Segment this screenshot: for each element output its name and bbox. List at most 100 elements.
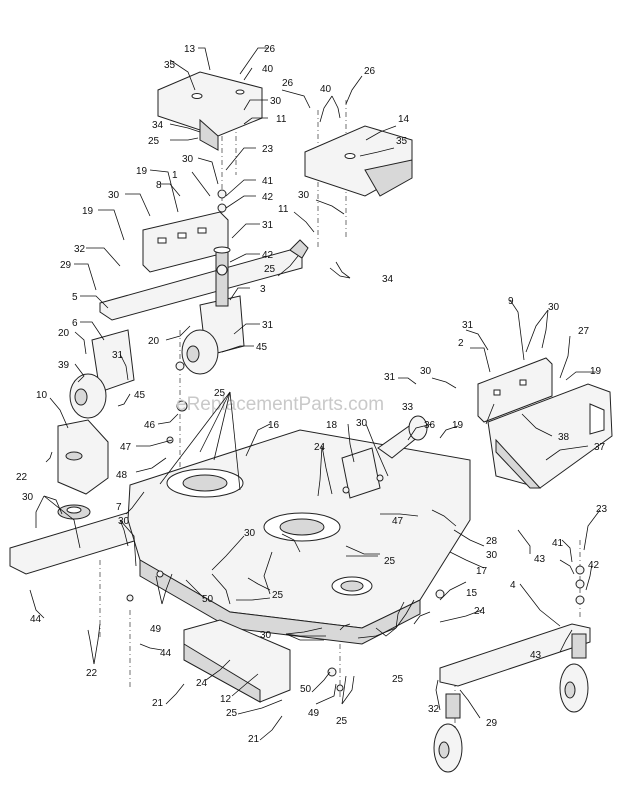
callout-21: 21	[248, 734, 260, 745]
callout-25: 25	[336, 716, 348, 727]
callout-47: 47	[120, 442, 132, 453]
callout-6: 6	[72, 318, 78, 329]
callout-25: 25	[148, 136, 160, 147]
callout-20: 20	[58, 328, 70, 339]
callout-25: 25	[384, 556, 396, 567]
rear-bar-5	[99, 239, 309, 321]
callout-35: 35	[164, 60, 176, 71]
callout-24: 24	[196, 678, 208, 689]
callout-31: 31	[112, 350, 124, 361]
callout-44: 44	[160, 648, 172, 659]
callout-22: 22	[16, 472, 28, 483]
callout-30: 30	[548, 302, 560, 313]
callout-30: 30	[22, 492, 34, 503]
callout-26: 26	[282, 78, 294, 89]
callout-48: 48	[116, 470, 128, 481]
callout-23: 23	[596, 504, 608, 515]
callout-43: 43	[530, 650, 542, 661]
callout-18: 18	[326, 420, 338, 431]
bracket-9	[477, 357, 553, 423]
caster-bracket-6	[91, 329, 135, 393]
callout-1: 1	[172, 170, 178, 181]
callout-24: 24	[314, 442, 326, 453]
callout-42: 42	[262, 192, 274, 203]
callout-47: 47	[392, 516, 404, 527]
callout-labels: 13 26 35 40 30 11 34 25 30 23 19 1 41 8 …	[16, 44, 608, 745]
front-caster-right	[559, 633, 589, 713]
callout-39: 39	[58, 360, 70, 371]
callout-2: 2	[458, 338, 464, 349]
mower-deck-16	[127, 429, 471, 645]
callout-30: 30	[118, 516, 130, 527]
callout-20: 20	[148, 336, 160, 347]
callout-12: 12	[220, 694, 232, 705]
callout-33: 33	[402, 402, 414, 413]
front-caster-left	[433, 693, 463, 773]
callout-9: 9	[508, 296, 514, 307]
callout-34: 34	[382, 274, 394, 285]
callout-19: 19	[136, 166, 148, 177]
callout-31: 31	[462, 320, 474, 331]
callout-30: 30	[356, 418, 368, 429]
leader-lines	[29, 47, 601, 741]
callout-31: 31	[262, 220, 274, 231]
callout-34: 34	[152, 120, 164, 131]
callout-30: 30	[420, 366, 432, 377]
callout-30: 30	[486, 550, 498, 561]
callout-8: 8	[156, 180, 162, 191]
callout-36: 36	[424, 420, 436, 431]
watermark: eReplacementParts.com	[176, 394, 384, 415]
callout-49: 49	[308, 708, 320, 719]
callout-19: 19	[82, 206, 94, 217]
callout-46: 46	[144, 420, 156, 431]
front-bar-7	[9, 504, 145, 575]
callout-25: 25	[264, 264, 276, 275]
callout-27: 27	[578, 326, 590, 337]
callout-26: 26	[264, 44, 276, 55]
callout-44: 44	[30, 614, 42, 625]
callout-30: 30	[298, 190, 310, 201]
callout-21: 21	[152, 698, 164, 709]
callout-7: 7	[116, 502, 122, 513]
callout-43: 43	[534, 554, 546, 565]
callout-41: 41	[552, 538, 564, 549]
callout-10: 10	[36, 390, 48, 401]
callout-42: 42	[262, 250, 274, 261]
callout-32: 32	[74, 244, 86, 255]
callout-31: 31	[384, 372, 396, 383]
callout-3: 3	[260, 284, 266, 295]
callout-50: 50	[202, 594, 214, 605]
callout-30: 30	[244, 528, 256, 539]
callout-38: 38	[558, 432, 570, 443]
callout-17: 17	[476, 566, 488, 577]
belt-shield-10	[57, 419, 109, 495]
belt-cover-14	[304, 125, 413, 197]
callout-30: 30	[108, 190, 120, 201]
callout-23: 23	[262, 144, 274, 155]
callout-29: 29	[486, 718, 498, 729]
callout-5: 5	[72, 292, 78, 303]
callout-31: 31	[262, 320, 274, 331]
discharge-chute-37	[487, 383, 613, 489]
callout-30: 30	[270, 96, 282, 107]
callout-19: 19	[452, 420, 464, 431]
bracket-18	[341, 447, 381, 499]
baffle-12	[183, 619, 291, 703]
callout-26: 26	[364, 66, 376, 77]
callout-22: 22	[86, 668, 98, 679]
callout-45: 45	[256, 342, 268, 353]
callout-19: 19	[590, 366, 602, 377]
caster-wheel-45	[181, 329, 219, 375]
callout-35: 35	[396, 136, 408, 147]
callout-16: 16	[268, 420, 280, 431]
callout-13: 13	[184, 44, 196, 55]
callout-40: 40	[320, 84, 332, 95]
callout-41: 41	[262, 176, 274, 187]
misc-ticks	[277, 75, 397, 279]
callout-50: 50	[300, 684, 312, 695]
belt-cover-13	[157, 71, 263, 151]
hardware	[126, 189, 585, 692]
callout-15: 15	[466, 588, 478, 599]
idler-36	[377, 415, 428, 459]
